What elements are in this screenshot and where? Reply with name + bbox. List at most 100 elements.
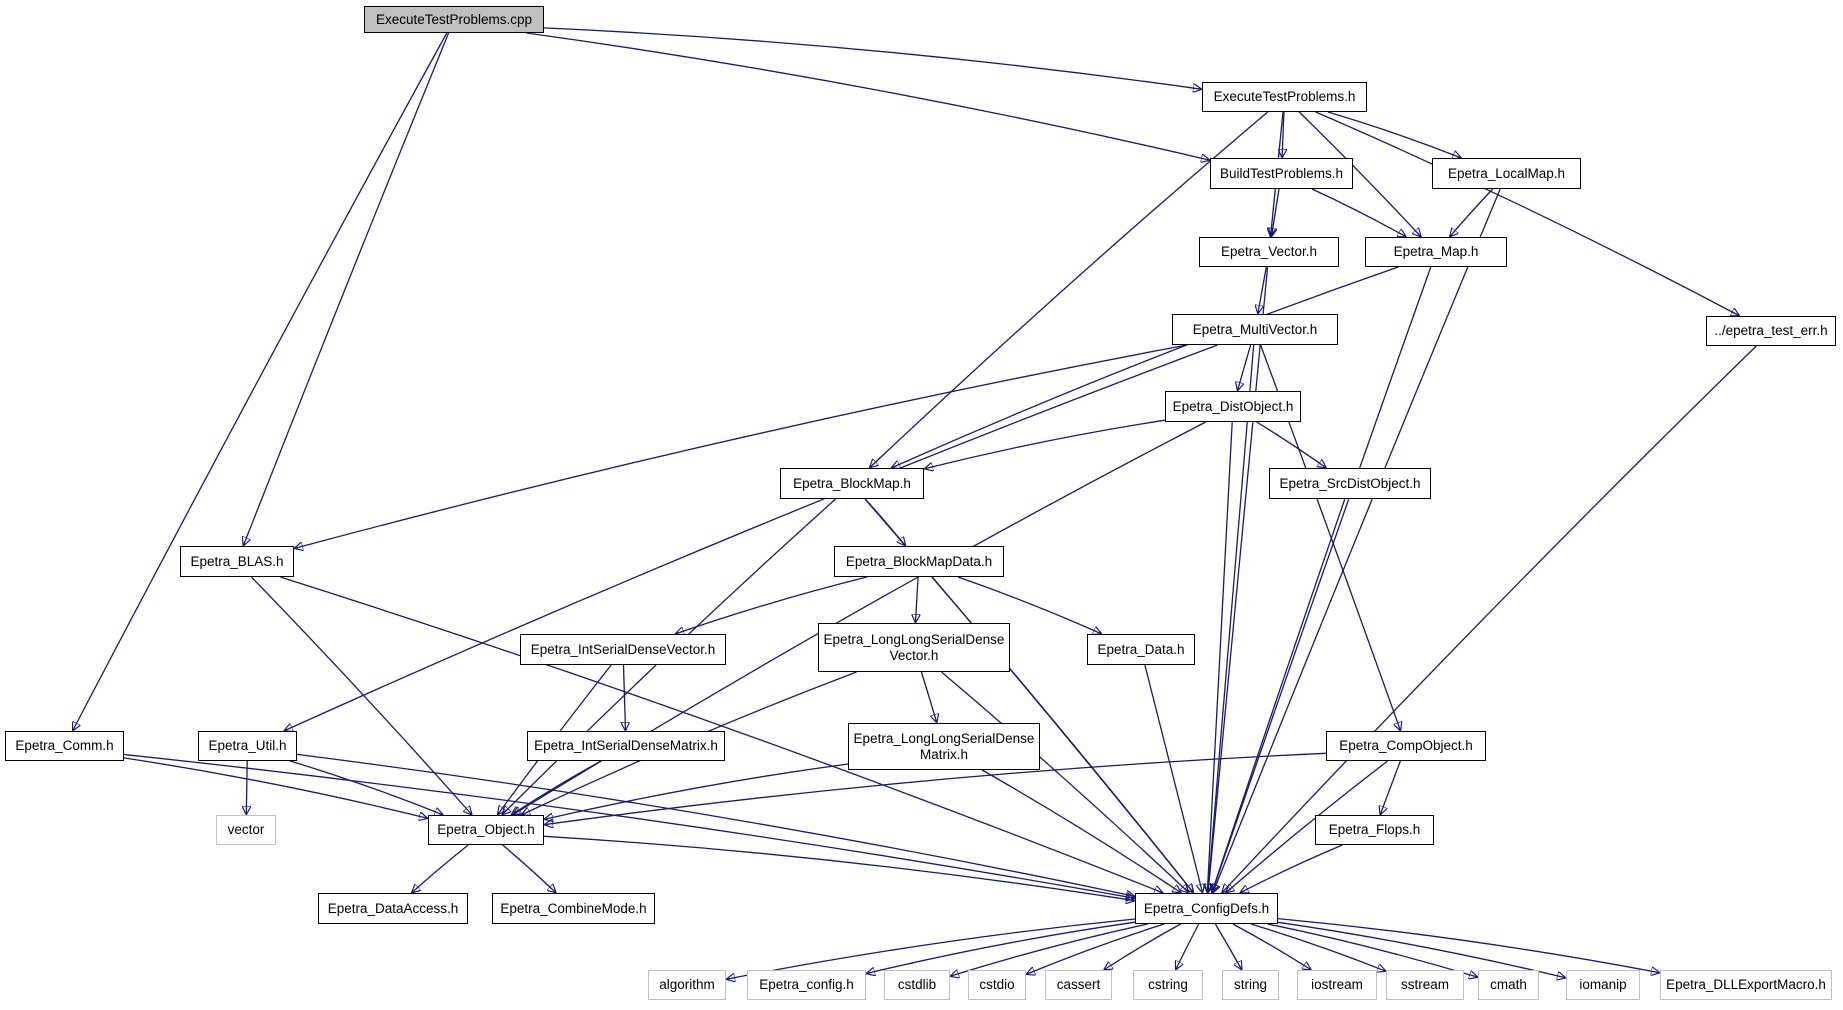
node-localmap-h[interactable]: Epetra_LocalMap.h xyxy=(1432,158,1581,189)
edge-localmap-h-to-configdefs-h xyxy=(1213,188,1501,893)
node-dataaccess-h[interactable]: Epetra_DataAccess.h xyxy=(318,893,468,924)
edge-blockmapdata-h-to-llvec-h xyxy=(915,576,918,623)
node-intvec-h[interactable]: Epetra_IntSerialDenseVector.h xyxy=(520,634,726,665)
node-blockmap-h[interactable]: Epetra_BlockMap.h xyxy=(780,468,924,499)
edge-exec-h-to-test-err-h xyxy=(1315,111,1740,316)
edge-map-h-to-configdefs-h xyxy=(1212,266,1432,893)
node-blockmapdata-h[interactable]: Epetra_BlockMapData.h xyxy=(834,546,1004,577)
node-combinemode-h[interactable]: Epetra_CombineMode.h xyxy=(492,893,655,924)
node-flops-h[interactable]: Epetra_Flops.h xyxy=(1315,815,1434,845)
edge-llmat-h-to-configdefs-h xyxy=(981,769,1181,893)
node-map-h[interactable]: Epetra_Map.h xyxy=(1365,237,1507,267)
edge-blockmapdata-h-to-data-h xyxy=(957,576,1102,634)
node-string: string xyxy=(1222,970,1279,1000)
edge-distobject-h-to-blockmap-h xyxy=(924,419,1166,469)
edge-multivector-h-to-util-h xyxy=(284,344,1218,731)
edge-configdefs-h-to-iomanip xyxy=(1277,921,1566,978)
node-vector-h[interactable]: Epetra_Vector.h xyxy=(1199,237,1339,267)
node-object-h[interactable]: Epetra_Object.h xyxy=(428,815,544,845)
edge-distobject-h-to-configdefs-h xyxy=(1207,421,1233,893)
node-iostream: iostream xyxy=(1297,970,1377,1000)
edge-util-h-to-vector-std xyxy=(246,760,247,815)
node-util-h[interactable]: Epetra_Util.h xyxy=(198,731,297,761)
edge-compobject-h-to-object-h xyxy=(544,752,1327,824)
edge-compobject-h-to-flops-h xyxy=(1380,760,1402,815)
edge-llvec-h-to-llmat-h xyxy=(920,671,937,723)
node-test-err-h[interactable]: ../epetra_test_err.h xyxy=(1706,316,1836,346)
edge-exec-h-to-localmap-h xyxy=(1327,111,1462,158)
node-iomanip: iomanip xyxy=(1566,970,1640,1000)
node-data-h[interactable]: Epetra_Data.h xyxy=(1087,634,1195,665)
edge-configdefs-h-to-cassert xyxy=(1104,923,1181,970)
edge-configdefs-h-to-cstdio xyxy=(1026,923,1165,974)
edge-comm-h-to-object-h xyxy=(123,757,428,819)
node-compobject-h[interactable]: Epetra_CompObject.h xyxy=(1326,731,1486,761)
node-configdefs-h[interactable]: Epetra_ConfigDefs.h xyxy=(1135,893,1278,924)
node-algorithm: algorithm xyxy=(648,970,726,1000)
node-build-h[interactable]: BuildTestProblems.h xyxy=(1210,158,1353,189)
edge-configdefs-h-to-config-h xyxy=(866,921,1136,973)
edge-comm-h-to-configdefs-h xyxy=(123,753,1135,899)
node-dllexport-h: Epetra_DLLExportMacro.h xyxy=(1660,970,1832,1000)
edge-exec-cpp-to-blas-h xyxy=(243,32,450,546)
node-blas-h[interactable]: Epetra_BLAS.h xyxy=(180,546,294,577)
edge-configdefs-h-to-sstream xyxy=(1250,923,1386,971)
edge-object-h-to-dataaccess-h xyxy=(411,844,469,893)
node-cstring: cstring xyxy=(1133,970,1203,1000)
edge-configdefs-h-to-dllexport-h xyxy=(1277,917,1660,973)
node-llvec-h[interactable]: Epetra_LongLongSerialDense Vector.h xyxy=(818,623,1010,672)
edge-compobject-h-to-configdefs-h xyxy=(1226,760,1388,893)
edge-configdefs-h-to-algorithm xyxy=(726,918,1136,979)
edge-build-h-to-map-h xyxy=(1311,188,1407,237)
node-vector-std: vector xyxy=(216,815,276,845)
node-exec-h[interactable]: ExecuteTestProblems.h xyxy=(1202,82,1367,112)
edge-exec-cpp-to-exec-h xyxy=(543,27,1202,89)
node-srcdist-h[interactable]: Epetra_SrcDistObject.h xyxy=(1269,468,1431,499)
edge-util-h-to-configdefs-h xyxy=(296,753,1135,896)
edge-configdefs-h-to-cstring xyxy=(1176,923,1200,970)
node-cstdio: cstdio xyxy=(968,970,1026,1000)
edge-multivector-h-to-blas-h xyxy=(294,344,1188,549)
edge-intvec-h-to-intmat-h xyxy=(624,664,626,731)
edge-test-err-h-to-configdefs-h xyxy=(1222,345,1757,893)
edge-multivector-h-to-distobject-h xyxy=(1237,344,1252,391)
edge-exec-cpp-to-comm-h xyxy=(73,32,448,731)
edge-data-h-to-configdefs-h xyxy=(1144,664,1203,893)
edge-build-h-to-vector-h xyxy=(1271,188,1280,237)
edge-blas-h-to-object-h xyxy=(250,576,472,815)
node-comm-h[interactable]: Epetra_Comm.h xyxy=(5,731,124,761)
edge-exec-h-to-map-h xyxy=(1298,111,1421,237)
node-exec-cpp[interactable]: ExecuteTestProblems.cpp xyxy=(364,6,544,33)
edge-blockmapdata-h-to-intvec-h xyxy=(675,576,868,634)
edge-llvec-h-to-configdefs-h xyxy=(941,671,1190,893)
edge-vector-h-to-configdefs-h xyxy=(1208,266,1269,893)
edge-map-h-to-blockmap-h xyxy=(891,266,1399,468)
node-cassert: cassert xyxy=(1045,970,1112,1000)
edge-localmap-h-to-map-h xyxy=(1450,188,1494,237)
edge-object-h-to-combinemode-h xyxy=(502,844,557,893)
edge-exec-h-to-build-h xyxy=(1282,111,1284,158)
node-distobject-h[interactable]: Epetra_DistObject.h xyxy=(1165,391,1301,422)
edge-srcdist-h-to-configdefs-h xyxy=(1212,498,1346,893)
node-cmath: cmath xyxy=(1478,970,1539,1000)
node-intmat-h[interactable]: Epetra_IntSerialDenseMatrix.h xyxy=(527,731,725,761)
edge-llmat-h-to-object-h xyxy=(544,763,849,819)
edge-configdefs-h-to-string xyxy=(1214,923,1242,970)
edge-multivector-h-to-configdefs-h xyxy=(1208,344,1255,893)
edge-util-h-to-object-h xyxy=(289,760,443,815)
edge-flops-h-to-configdefs-h xyxy=(1240,844,1343,893)
edge-configdefs-h-to-cmath xyxy=(1267,923,1478,977)
node-sstream: sstream xyxy=(1386,970,1464,1000)
edge-exec-cpp-to-build-h xyxy=(526,32,1211,160)
edge-configdefs-h-to-cstdlib xyxy=(950,923,1148,976)
node-cstdlib: cstdlib xyxy=(884,970,950,1000)
node-llmat-h[interactable]: Epetra_LongLongSerialDense Matrix.h xyxy=(848,723,1040,770)
edge-blockmapdata-h-to-configdefs-h xyxy=(931,576,1194,893)
edge-distobject-h-to-srcdist-h xyxy=(1256,421,1327,468)
edge-vector-h-to-multivector-h xyxy=(1258,266,1267,314)
node-config-h: Epetra_config.h xyxy=(747,970,866,1000)
edge-intmat-h-to-object-h xyxy=(511,760,602,815)
node-multivector-h[interactable]: Epetra_MultiVector.h xyxy=(1172,314,1338,345)
